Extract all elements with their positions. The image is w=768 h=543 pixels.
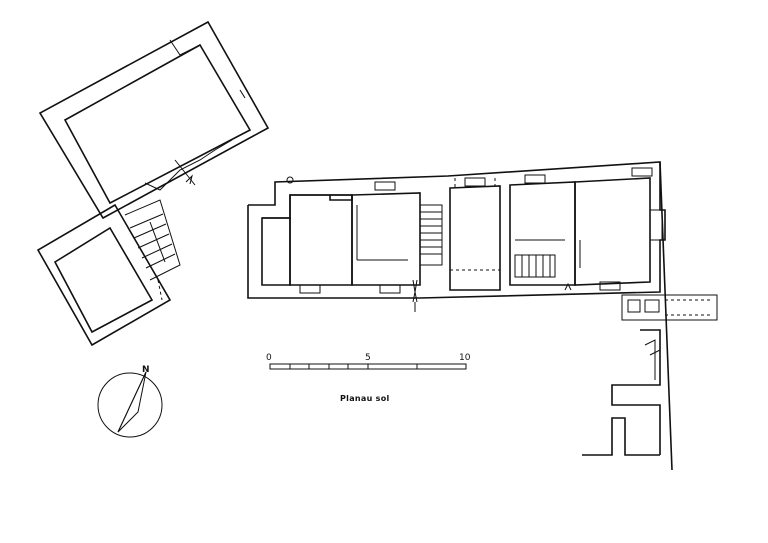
north-label: N bbox=[142, 365, 150, 375]
scale-tick-5: 5 bbox=[365, 353, 371, 363]
north-arrow: N bbox=[97, 365, 163, 438]
building-northwest bbox=[38, 20, 270, 220]
scale-tick-0: 0 bbox=[266, 353, 272, 363]
plan-caption: Planau sol bbox=[340, 394, 390, 403]
scale-tick-10: 10 bbox=[459, 353, 471, 363]
staircase-east bbox=[514, 254, 556, 278]
staircase-center bbox=[419, 204, 443, 266]
scale-bar: 0 5 10 bbox=[266, 353, 471, 370]
east-structures bbox=[582, 161, 718, 471]
staircase-southwest bbox=[124, 199, 181, 301]
building-main bbox=[247, 161, 666, 312]
building-southwest bbox=[36, 199, 181, 347]
